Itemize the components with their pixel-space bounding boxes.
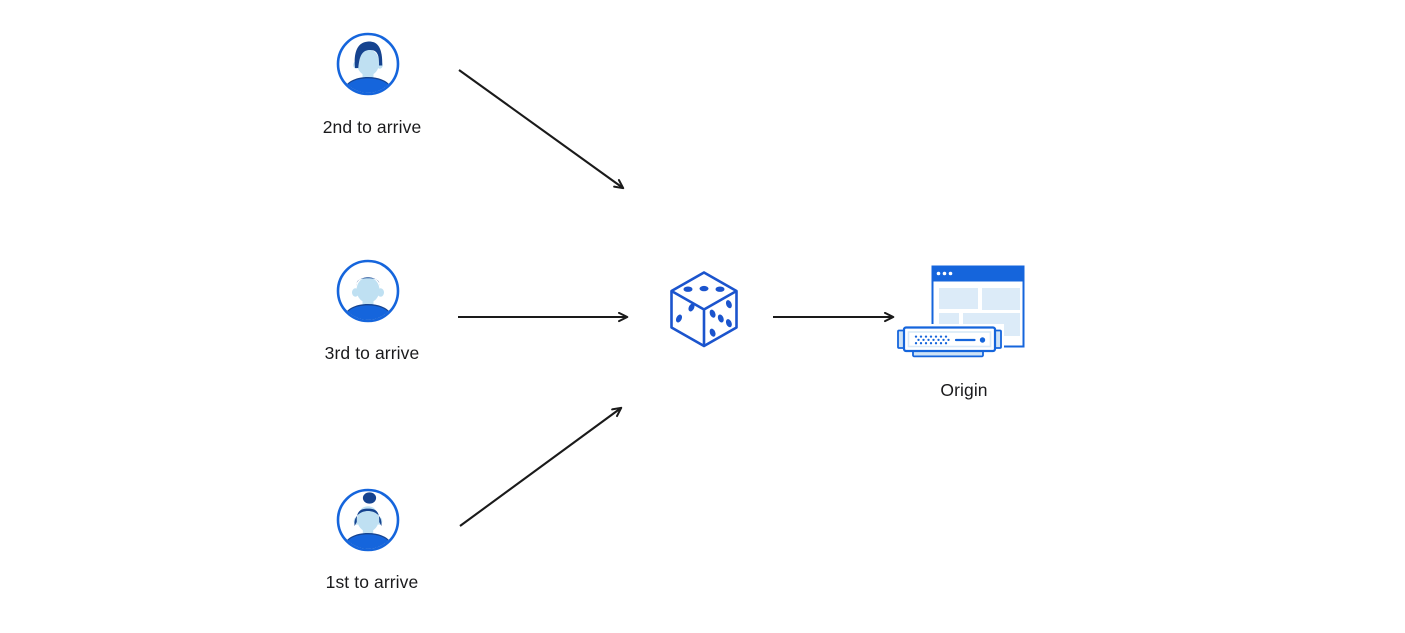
arrow-user-first-to-dice: [459, 408, 621, 527]
node-dice: [669, 271, 739, 349]
avatar-man-short-hair-icon: [336, 259, 400, 323]
node-label-origin: Origin: [940, 380, 988, 400]
dice-icon: [670, 271, 738, 348]
arrow-user-second-to-dice: [458, 69, 623, 188]
server-icon: [896, 324, 1004, 360]
node-label-user-first: 1st to arrive: [325, 572, 419, 592]
node-origin: [896, 262, 1028, 362]
origin-server-icon: [896, 265, 1025, 360]
node-user-third: [336, 259, 400, 323]
node-user-second: [336, 32, 400, 96]
avatar-man-pompadour-icon: [336, 32, 400, 96]
node-label-user-third: 3rd to arrive: [324, 343, 420, 363]
node-user-first: [336, 488, 400, 552]
node-label-user-second: 2nd to arrive: [322, 117, 422, 137]
avatar-woman-bun-icon: [336, 488, 400, 552]
